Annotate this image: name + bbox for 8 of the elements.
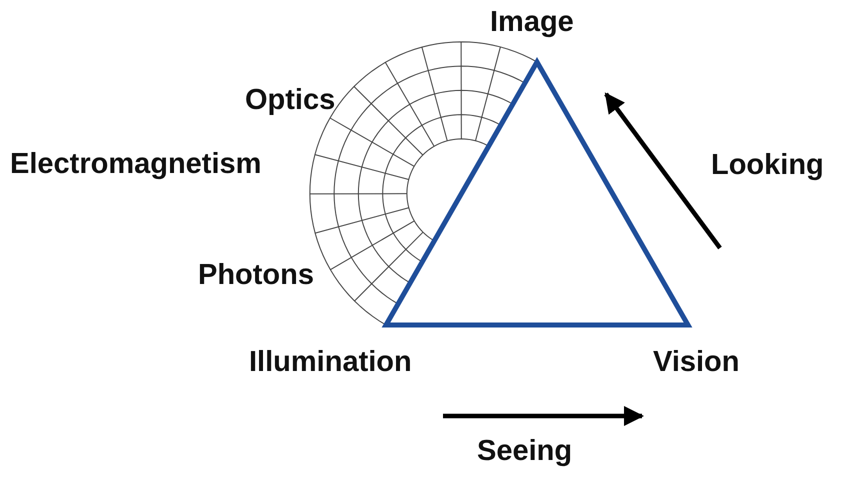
diagram-label: Looking <box>711 151 824 180</box>
diagram-label: Vision <box>653 348 740 377</box>
diagram-label: Optics <box>245 86 336 115</box>
diagram-label: Image <box>490 8 574 37</box>
diagram-label: Photons <box>198 261 314 290</box>
diagram-label: Electromagnetism <box>10 150 262 179</box>
diagram-label: Illumination <box>249 348 412 377</box>
diagram-label: Seeing <box>477 437 572 466</box>
